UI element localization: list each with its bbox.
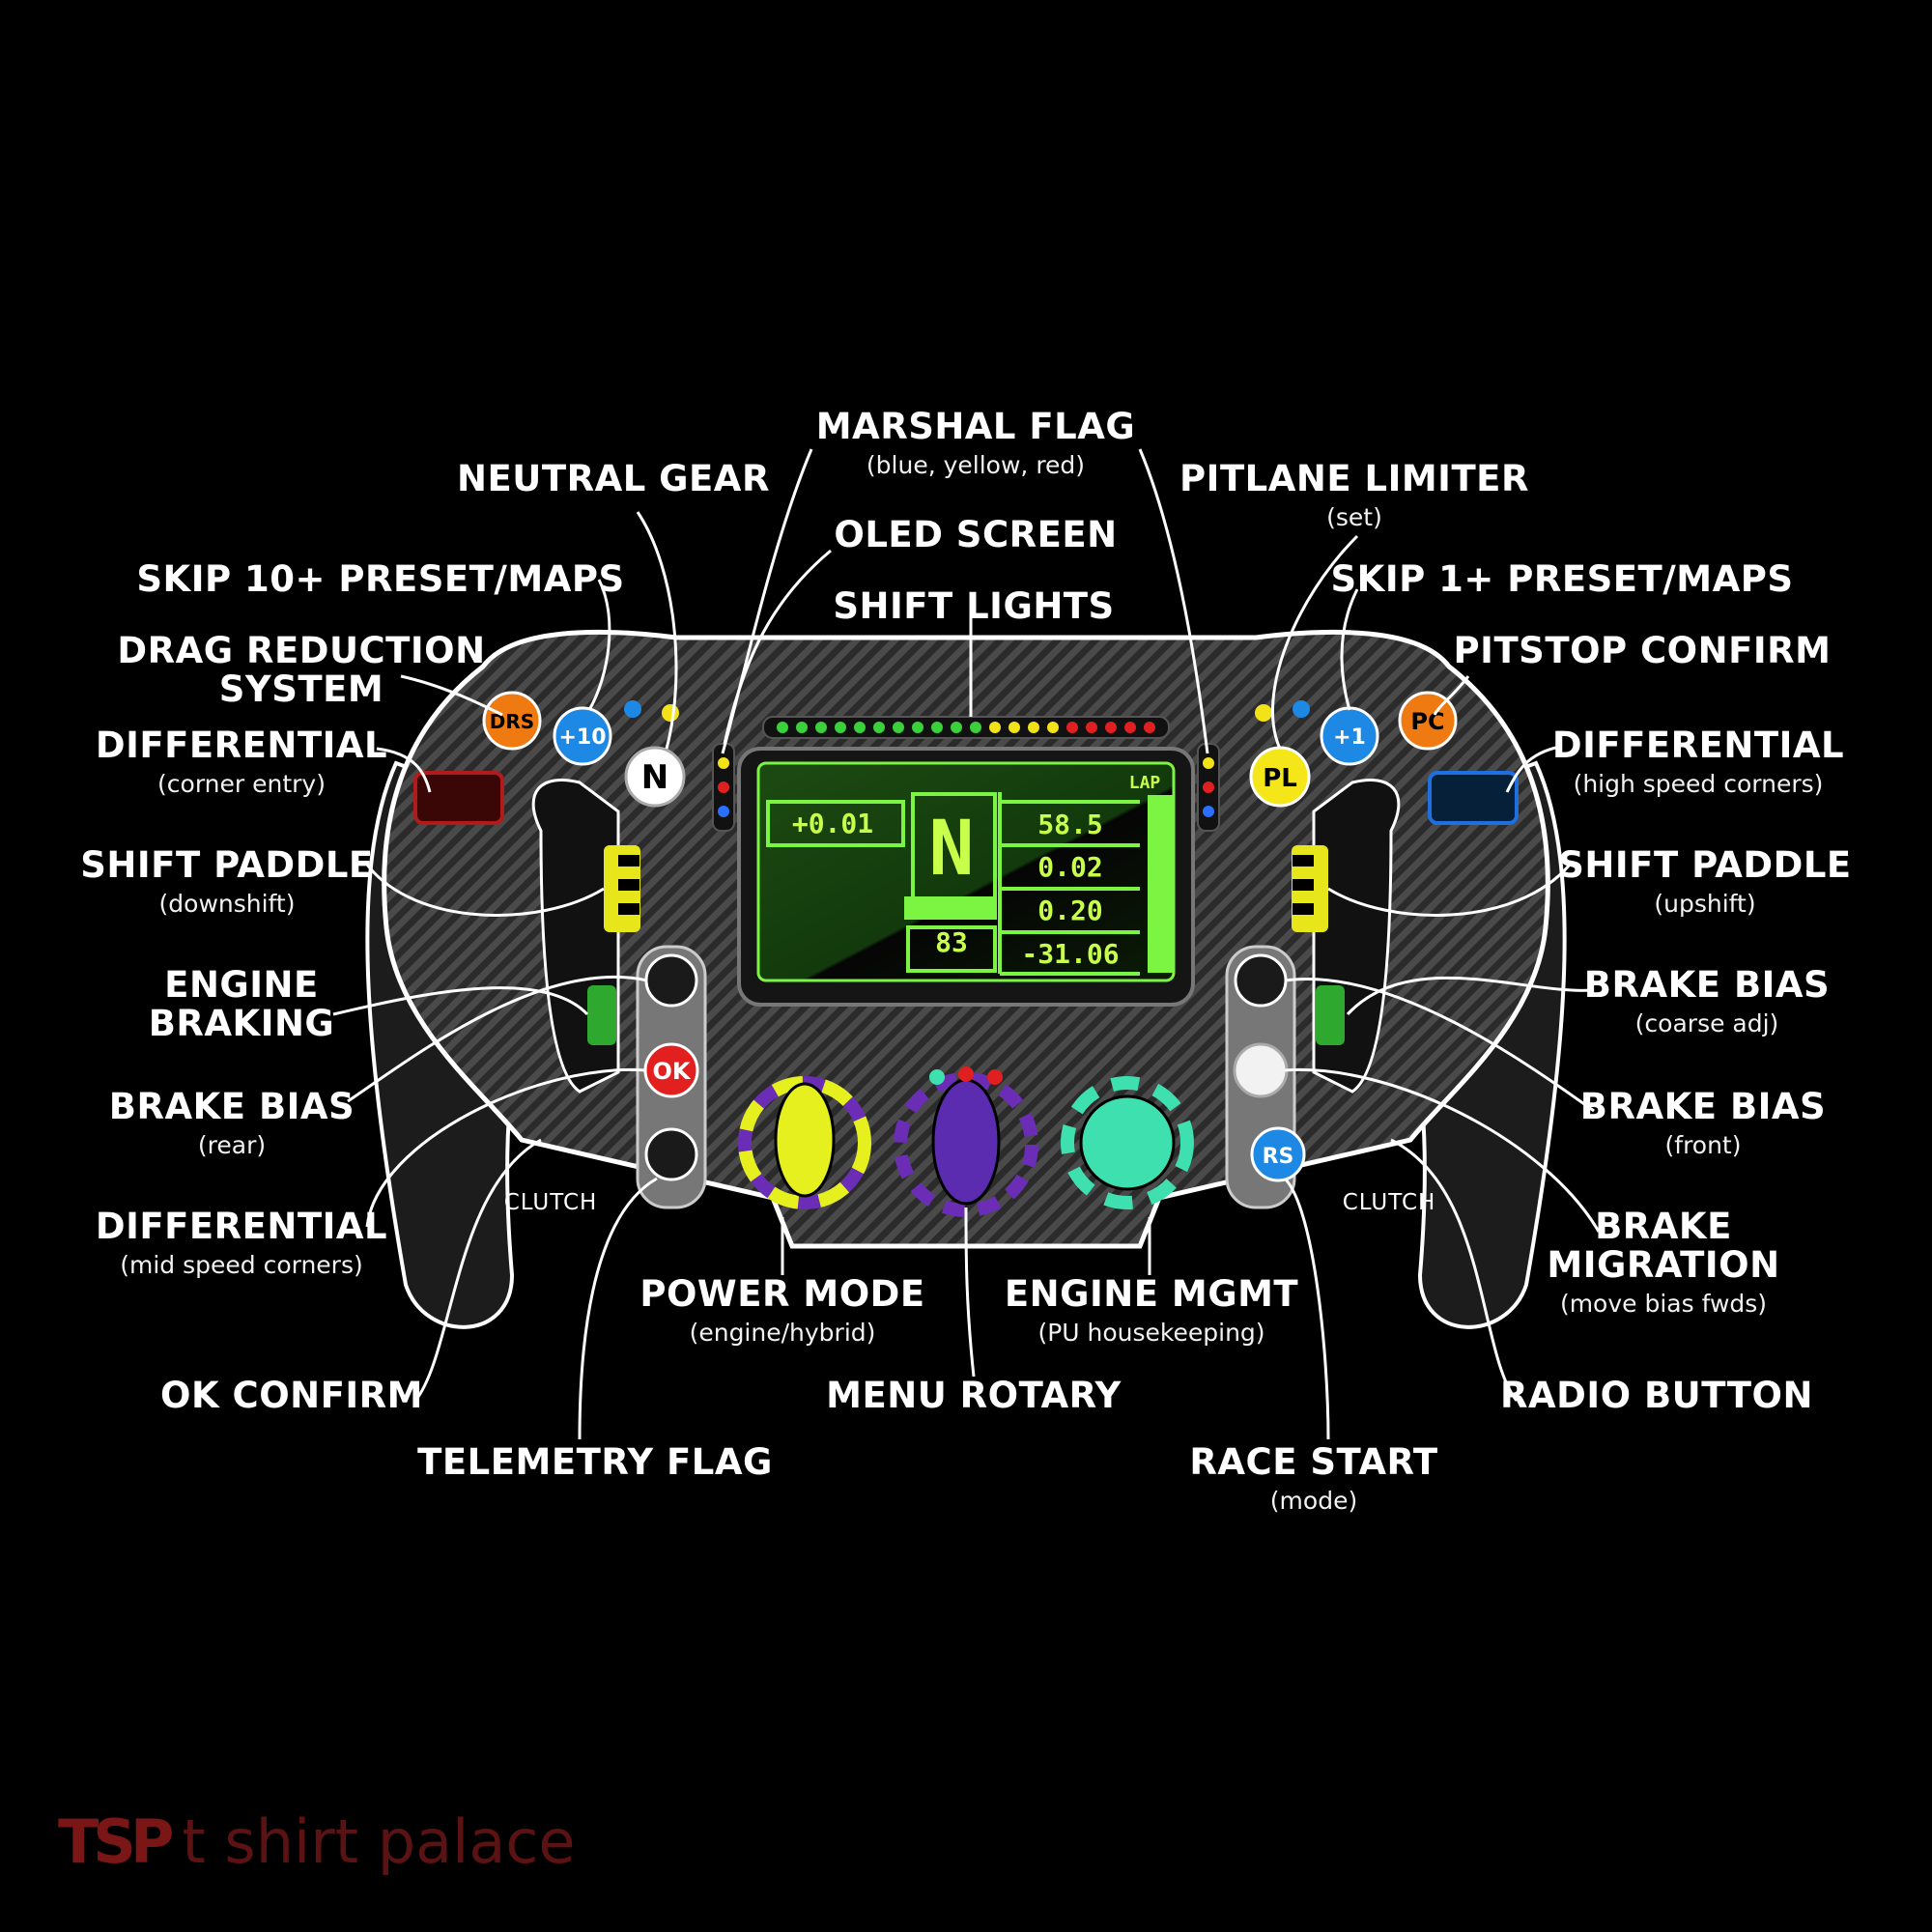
label-radio-button: RADIO BUTTON xyxy=(1500,1375,1813,1416)
label-pitstop-confirm: PITSTOP CONFIRM xyxy=(1453,630,1832,671)
label-ok-confirm: OK CONFIRM xyxy=(160,1375,423,1416)
label-shift-up: SHIFT PADDLE(upshift) xyxy=(1558,844,1852,919)
tsp-logo: TSP xyxy=(58,1806,174,1877)
label-clutch-right: CLUTCH xyxy=(1342,1190,1436,1215)
label-marshal-flag: MARSHAL FLAG(blue, yellow, red) xyxy=(815,406,1136,480)
label-skip-1: SKIP 1+ PRESET/MAPS xyxy=(1330,558,1794,600)
label-diff-mid: DIFFERENTIAL(mid speed corners) xyxy=(95,1206,388,1280)
downshift-paddle[interactable] xyxy=(604,845,640,932)
diff-entry-wheel[interactable] xyxy=(413,771,504,825)
indicator-led-blue-right xyxy=(1293,700,1310,718)
screen-lap: LAP xyxy=(1129,773,1161,793)
svg-text:OK: OK xyxy=(653,1058,692,1085)
svg-text:DRS: DRS xyxy=(490,710,534,733)
ok-confirm-button[interactable]: OK xyxy=(643,1042,699,1098)
label-menu-rotary: MENU ROTARY xyxy=(826,1375,1122,1416)
menu-rotary[interactable] xyxy=(894,1066,1038,1217)
indicator-led-yellow-right xyxy=(1255,704,1272,722)
label-telemetry-flag: TELEMETRY FLAG xyxy=(417,1441,773,1483)
power-mode-rotary[interactable] xyxy=(738,1076,871,1209)
drs-button[interactable]: DRS xyxy=(482,691,542,751)
label-diff-entry: DIFFERENTIAL(corner entry) xyxy=(95,724,388,799)
upshift-paddle[interactable] xyxy=(1292,845,1328,932)
screen-value-2: 0.02 xyxy=(1037,851,1102,883)
label-shift-down: SHIFT PADDLE(downshift) xyxy=(80,844,374,919)
label-oled-screen: OLED SCREEN xyxy=(834,514,1118,555)
telemetry-flag-button[interactable] xyxy=(644,1127,698,1181)
screen-value-1: 58.5 xyxy=(1037,809,1102,840)
screen-value-3: 0.20 xyxy=(1037,895,1102,926)
screen-delta: +0.01 xyxy=(792,808,873,839)
label-race-start: RACE START(mode) xyxy=(1189,1441,1438,1516)
label-power-mode: POWER MODE(engine/hybrid) xyxy=(639,1273,925,1348)
marshal-flag-leds-left xyxy=(712,743,735,832)
pitlane-limiter-button[interactable]: PL xyxy=(1249,746,1311,808)
label-shift-lights: SHIFT LIGHTS xyxy=(833,585,1115,627)
shift-lights xyxy=(762,716,1170,739)
brake-bias-front-button[interactable] xyxy=(1233,1042,1289,1098)
diff-high-speed-wheel[interactable] xyxy=(1428,771,1519,825)
svg-text:RS: RS xyxy=(1263,1145,1294,1169)
brake-bias-front-coarse-button[interactable] xyxy=(1234,953,1288,1008)
marshal-flag-leds-right xyxy=(1197,743,1220,832)
leader-lines xyxy=(332,448,1601,1440)
label-brake-bias-coarse: BRAKE BIAS(coarse adj) xyxy=(1583,964,1831,1038)
label-clutch-left: CLUTCH xyxy=(503,1190,598,1215)
label-engine-mgmt: ENGINE MGMT(PU housekeeping) xyxy=(1004,1273,1299,1348)
engine-braking-wheel[interactable] xyxy=(587,985,616,1045)
svg-text:+10: +10 xyxy=(558,725,606,750)
indicator-led-yellow-left xyxy=(662,704,679,722)
oled-screen xyxy=(756,761,1176,982)
indicator-led-blue-left xyxy=(624,700,641,718)
svg-text:PL: PL xyxy=(1263,764,1297,793)
label-pitlane-limiter: PITLANE LIMITER(set) xyxy=(1179,458,1529,532)
label-brake-bias-rear: BRAKE BIAS(rear) xyxy=(108,1086,355,1160)
neutral-button[interactable]: N xyxy=(624,746,686,808)
label-skip-10: SKIP 10+ PRESET/MAPS xyxy=(136,558,625,600)
svg-text:PC: PC xyxy=(1410,708,1444,735)
screen-value-5: 83 xyxy=(935,926,968,958)
brake-bias-rear-button[interactable] xyxy=(644,953,698,1008)
svg-text:+1: +1 xyxy=(1333,725,1366,750)
label-diff-high: DIFFERENTIAL(high speed corners) xyxy=(1551,724,1845,799)
skip-10-button[interactable]: +10 xyxy=(553,706,612,766)
watermark-text: t shirt palace xyxy=(182,1806,576,1877)
screen-value-4: -31.06 xyxy=(1021,938,1119,970)
engine-mgmt-rotary[interactable] xyxy=(1061,1076,1194,1209)
race-start-button[interactable]: RS xyxy=(1250,1126,1306,1182)
screen-gear: N xyxy=(929,806,975,893)
skip-1-button[interactable]: +1 xyxy=(1320,706,1379,766)
label-brake-bias-front: BRAKE BIAS(front) xyxy=(1579,1086,1827,1160)
brake-bias-coarse-wheel[interactable] xyxy=(1316,985,1345,1045)
svg-text:N: N xyxy=(641,758,668,797)
label-neutral-gear: NEUTRAL GEAR xyxy=(457,458,770,499)
